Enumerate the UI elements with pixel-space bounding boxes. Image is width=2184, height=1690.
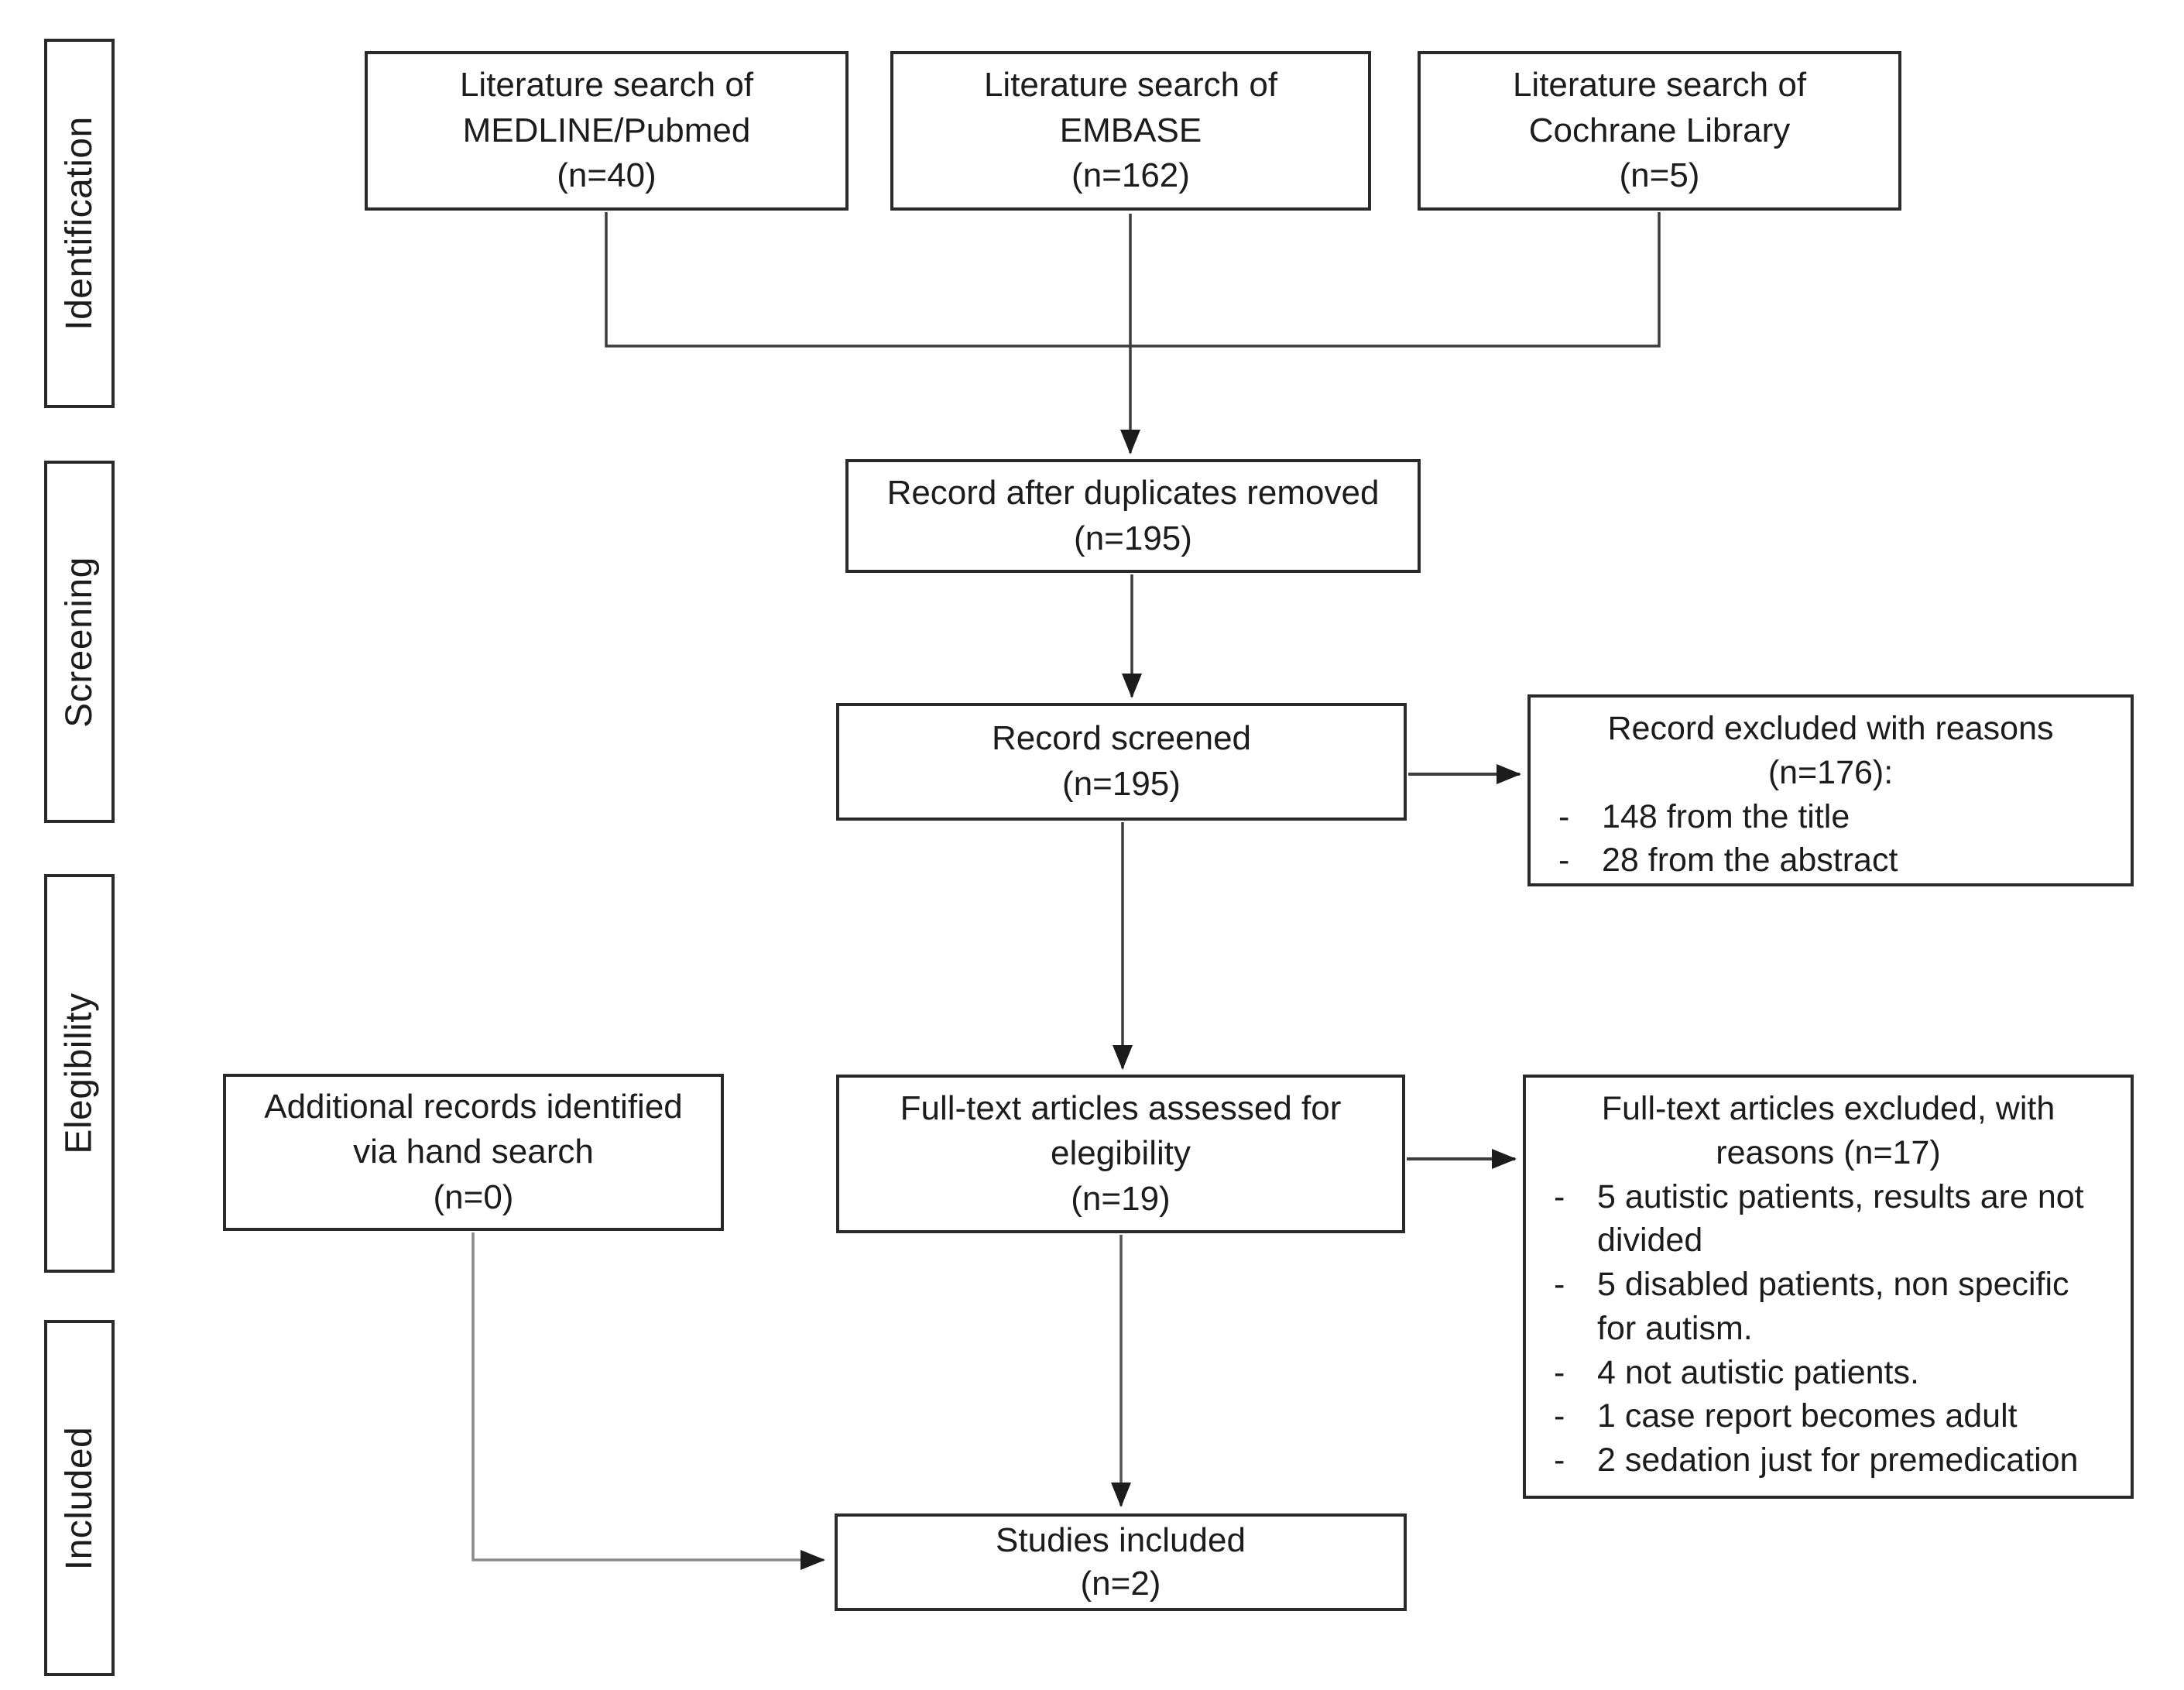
arrow-additional-to-studies xyxy=(471,1232,825,1570)
bullet-text: 5 autistic patients, results are not div… xyxy=(1597,1178,2084,1260)
box-line: Record after duplicates removed xyxy=(886,473,1380,512)
box-fulltext-assessed: Full-text articles assessed for elegibil… xyxy=(836,1075,1405,1233)
box-title-line: Full-text articles excluded, with xyxy=(1601,1090,2055,1127)
bullet-dash: - xyxy=(1554,1178,1565,1215)
bullet-item: - 5 disabled patients, non specific for … xyxy=(1526,1263,2131,1351)
bullet-dash: - xyxy=(1554,1353,1565,1391)
bullet-dash: - xyxy=(1554,1266,1565,1303)
box-line: (n=2) xyxy=(1080,1565,1161,1603)
bullet-dash: - xyxy=(1558,842,1570,879)
bullet-text: 148 from the title xyxy=(1602,797,1850,835)
box-line: Full-text articles assessed for xyxy=(900,1088,1342,1127)
box-record-screened: Record screened (n=195) xyxy=(836,703,1407,821)
box-line: Cochrane Library xyxy=(1528,111,1791,149)
box-title-line: reasons (n=17) xyxy=(1716,1133,1941,1171)
bullet-item: - 1 case report becomes adult xyxy=(1526,1394,2131,1438)
box-title-line: Record excluded with reasons xyxy=(1607,710,2054,747)
bullet-text: 4 not autistic patients. xyxy=(1597,1353,1919,1391)
bullet-text: 28 from the abstract xyxy=(1602,842,1898,879)
bullet-item: - 2 sedation just for premedication xyxy=(1526,1438,2131,1483)
stage-label-screening-text: Screening xyxy=(59,556,101,728)
box-line: (n=195) xyxy=(1062,765,1181,803)
box-line: MEDLINE/Pubmed xyxy=(462,111,751,149)
box-line: Studies included xyxy=(996,1520,1246,1559)
box-line: EMBASE xyxy=(1059,111,1202,149)
box-embase-search: Literature search of EMBASE (n=162) xyxy=(890,51,1371,211)
stage-label-elegibility-text: Elegibility xyxy=(59,992,101,1154)
box-cochrane-search: Literature search of Cochrane Library (n… xyxy=(1418,51,1901,211)
box-line: (n=40) xyxy=(557,156,657,195)
bullet-dash: - xyxy=(1558,797,1570,835)
bullet-dash: - xyxy=(1554,1397,1565,1435)
box-line: (n=195) xyxy=(1074,519,1192,557)
stage-label-included-text: Included xyxy=(59,1426,101,1570)
box-medline-search: Literature search of MEDLINE/Pubmed (n=4… xyxy=(365,51,849,211)
bullet-item: - 4 not autistic patients. xyxy=(1526,1351,2131,1395)
box-line: (n=19) xyxy=(1071,1179,1171,1218)
box-line: elegibility xyxy=(1051,1134,1191,1173)
stage-label-identification: Identification xyxy=(44,39,115,408)
connector-top-rail xyxy=(605,212,1661,348)
box-additional-records: Additional records identified via hand s… xyxy=(223,1074,724,1231)
bullet-item: - 148 from the title xyxy=(1531,795,2131,839)
box-line: Literature search of xyxy=(1512,66,1807,105)
bullet-text: 1 case report becomes adult xyxy=(1597,1397,2018,1435)
stage-label-included: Included xyxy=(44,1320,115,1676)
box-duplicates-removed: Record after duplicates removed (n=195) xyxy=(845,459,1421,573)
box-studies-included: Studies included (n=2) xyxy=(835,1513,1407,1611)
bullet-item: - 5 autistic patients, results are not d… xyxy=(1526,1175,2131,1263)
box-line: Record screened xyxy=(991,719,1252,758)
box-line: (n=5) xyxy=(1619,156,1700,195)
box-line: (n=0) xyxy=(433,1178,514,1216)
bullet-text: 5 disabled patients, non specific for au… xyxy=(1597,1266,2069,1347)
stage-label-screening: Screening xyxy=(44,461,115,823)
box-line: Additional records identified xyxy=(264,1087,683,1126)
box-line: via hand search xyxy=(353,1133,594,1171)
box-line: Literature search of xyxy=(459,66,754,105)
box-fulltext-excluded: Full-text articles excluded, with reason… xyxy=(1523,1075,2134,1499)
box-title-line: (n=176): xyxy=(1767,753,1894,791)
bullet-text: 2 sedation just for premedication xyxy=(1597,1441,2079,1479)
bullet-dash: - xyxy=(1554,1441,1565,1479)
stage-label-identification-text: Identification xyxy=(59,116,101,331)
box-line: (n=162) xyxy=(1071,156,1190,195)
box-record-excluded: Record excluded with reasons (n=176): - … xyxy=(1527,694,2134,886)
stage-label-elegibility: Elegibility xyxy=(44,874,115,1273)
bullet-item: - 28 from the abstract xyxy=(1531,838,2131,883)
box-line: Literature search of xyxy=(983,66,1278,105)
